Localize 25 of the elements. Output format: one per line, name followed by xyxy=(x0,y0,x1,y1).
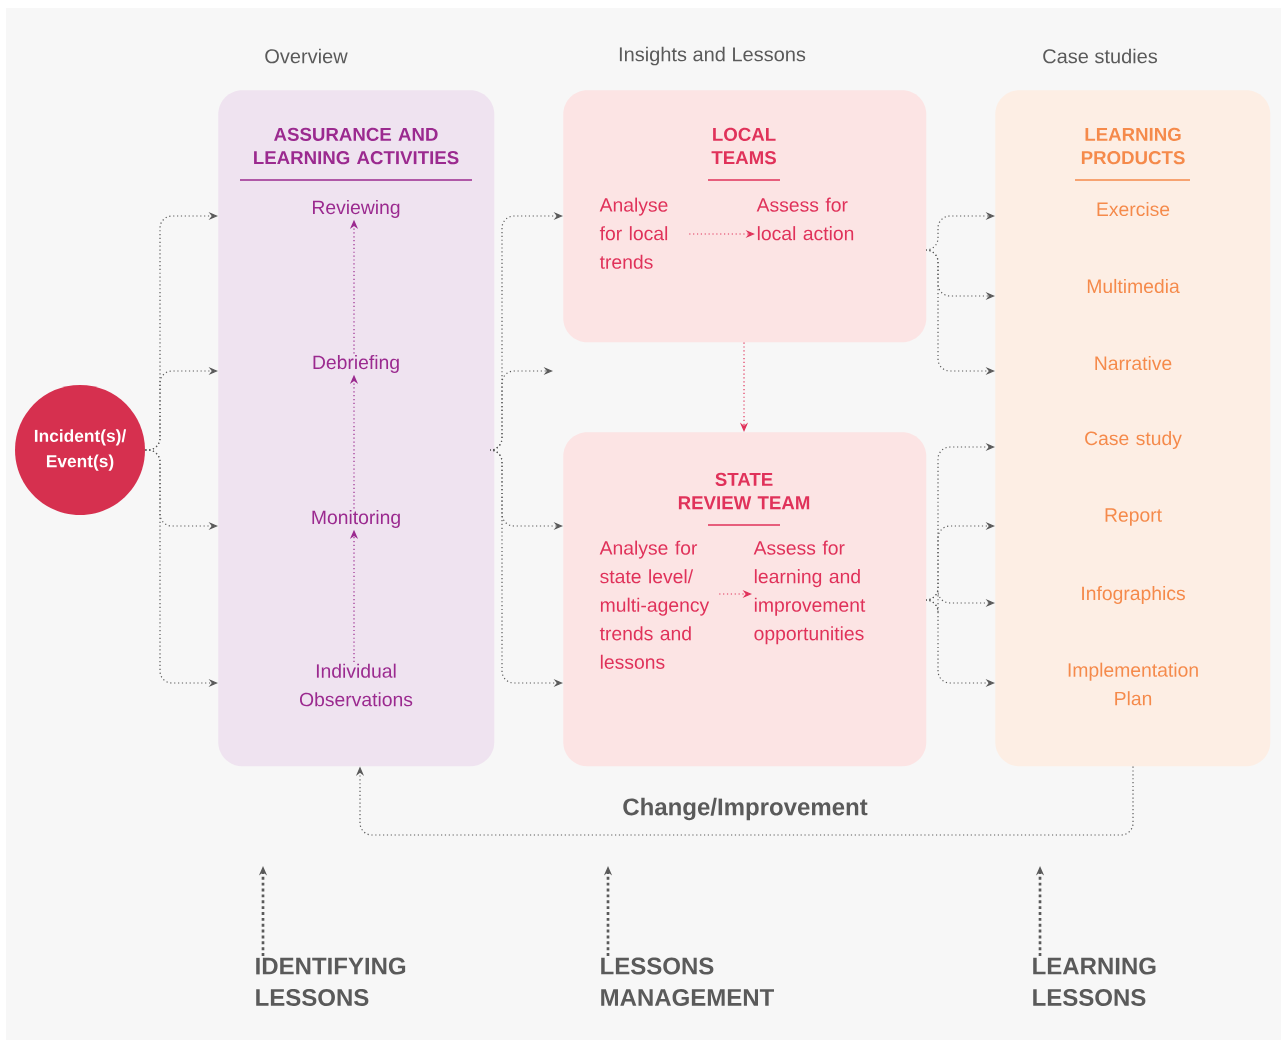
step-label: Individual Observations xyxy=(299,663,413,707)
stage-label: LESSONS MANAGEMENT xyxy=(601,957,774,1006)
step-label: Report xyxy=(1105,508,1162,526)
step-label: Monitoring xyxy=(312,510,400,528)
step-label: Multimedia xyxy=(1087,278,1180,294)
step-label: Infographics xyxy=(1082,586,1185,604)
arrow xyxy=(355,765,1134,836)
arrow xyxy=(925,211,995,251)
arrow xyxy=(925,521,995,601)
stage-label: LEARNING LESSONS xyxy=(1033,957,1156,1006)
step-label: Case study xyxy=(1085,431,1182,449)
step-label: Assess for learning and improvement opportunities xyxy=(753,540,866,645)
stage-label: IDENTIFYING LESSONS xyxy=(256,957,406,1006)
step-label: Assess for local action xyxy=(756,197,854,241)
column-heading: Insights and Lessons xyxy=(619,46,806,66)
step-label: Analyse for local trends xyxy=(599,197,668,269)
step-label: Implementation Plan xyxy=(1068,662,1198,706)
step-label: Analyse for state level/ multi-agency trends and lessons xyxy=(599,540,710,669)
step-label: Reviewing xyxy=(313,200,400,218)
step-label: Debriefing xyxy=(313,355,399,373)
step-label: Exercise xyxy=(1097,201,1170,217)
column-heading: Case studies xyxy=(1043,48,1158,64)
column-heading: Overview xyxy=(265,48,348,64)
step-label: Narrative xyxy=(1095,355,1172,371)
edge-label: Change/Improvement xyxy=(619,795,871,823)
